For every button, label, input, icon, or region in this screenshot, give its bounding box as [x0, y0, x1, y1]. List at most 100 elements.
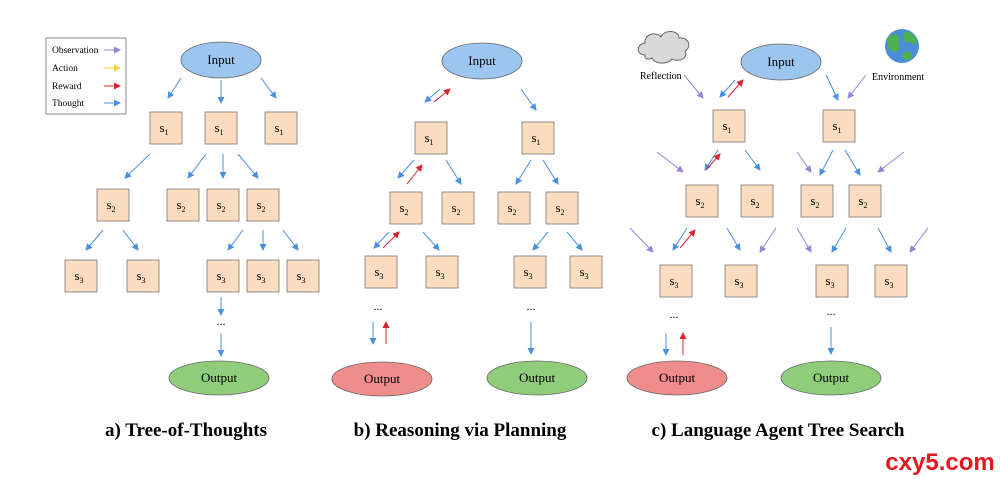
- state-label: s2: [858, 193, 867, 210]
- state-subscript: 3: [302, 276, 306, 285]
- arrow: [122, 229, 139, 251]
- state-subscript: 2: [112, 205, 116, 214]
- rap-s3-c: s3: [513, 255, 547, 289]
- arrow: [373, 231, 390, 249]
- state-subscript: 2: [701, 201, 705, 210]
- state-label: s3: [523, 264, 532, 281]
- state-subscript: 1: [280, 128, 284, 137]
- lats-s2-d: s2: [848, 184, 882, 218]
- state-subscript: 1: [220, 128, 224, 137]
- arrow: [167, 77, 182, 99]
- tot-s3-a: s3: [64, 259, 98, 293]
- state-label: s2: [399, 200, 408, 217]
- state-label: s2: [507, 200, 516, 217]
- tot-input-node-label: Input: [207, 52, 235, 67]
- state-subscript: 1: [838, 126, 842, 135]
- arrow: [683, 74, 704, 99]
- arrow: [629, 227, 654, 253]
- state-subscript: 2: [864, 201, 868, 210]
- tot-s1-mid: s1: [204, 111, 238, 145]
- lats-s2-c: s2: [800, 184, 834, 218]
- cloud-icon: [637, 31, 690, 64]
- arrow: [679, 229, 696, 249]
- state-label: s3: [136, 268, 145, 285]
- state-subscript: 3: [380, 272, 384, 281]
- arrow: [445, 159, 462, 185]
- tot-output-node: Output: [168, 360, 270, 396]
- rap-ellipsis-left: ...: [374, 299, 383, 313]
- lats-output-right: Output: [780, 360, 882, 396]
- watermark: cxy5.com: [885, 449, 994, 476]
- rap-s3-b: s3: [425, 255, 459, 289]
- arrow: [819, 149, 834, 176]
- lats-output-right-label: Output: [813, 370, 850, 385]
- state-label: s2: [216, 197, 225, 214]
- state-subscript: 3: [222, 276, 226, 285]
- state-label: s2: [695, 193, 704, 210]
- tot-s2-a: s2: [96, 188, 130, 222]
- lats-s3-a: s3: [659, 264, 693, 298]
- rap-s2-b: s2: [441, 191, 475, 225]
- arrow: [422, 231, 440, 251]
- state-label: s1: [159, 120, 168, 137]
- state-subscript: 3: [262, 276, 266, 285]
- arrow: [844, 149, 861, 176]
- state-label: s3: [825, 273, 834, 290]
- tot-s1-right: s1: [264, 111, 298, 145]
- legend: Observation Action Reward Thought: [45, 37, 127, 115]
- state-label: s3: [884, 273, 893, 290]
- caption-tree-of-thoughts: a) Tree-of-Thoughts: [105, 420, 267, 441]
- arrow: [542, 159, 559, 185]
- state-subscript: 2: [513, 208, 517, 217]
- arrow: [656, 151, 684, 173]
- rap-output-left: Output: [331, 361, 433, 397]
- rap-s3-a: s3: [364, 255, 398, 289]
- arrow: [831, 227, 847, 253]
- arrow: [85, 229, 104, 251]
- state-subscript: 1: [537, 138, 541, 147]
- state-label: s3: [256, 268, 265, 285]
- lats-input-node: Input: [740, 43, 822, 81]
- state-subscript: 3: [585, 272, 589, 281]
- arrow: [704, 149, 719, 171]
- rap-s2-a: s2: [389, 191, 423, 225]
- rap-output-right: Output: [486, 360, 588, 396]
- arrow: [282, 229, 299, 251]
- state-subscript: 2: [182, 205, 186, 214]
- rap-output-right-label: Output: [519, 370, 556, 385]
- state-label: s1: [722, 118, 731, 135]
- state-label: s1: [214, 120, 223, 137]
- tot-s2-d: s2: [246, 188, 280, 222]
- arrow: [520, 88, 537, 111]
- arrow: [124, 153, 151, 179]
- state-label: s2: [176, 197, 185, 214]
- arrow: [909, 227, 929, 253]
- arrow: [672, 227, 688, 251]
- state-label: s3: [734, 273, 743, 290]
- rap-s1-right: s1: [521, 121, 555, 155]
- state-subscript: 3: [142, 276, 146, 285]
- arrow: [705, 153, 721, 171]
- lats-s2-a: s2: [685, 184, 719, 218]
- state-subscript: 2: [405, 208, 409, 217]
- tot-s2-b: s2: [166, 188, 200, 222]
- arrow: [382, 231, 400, 249]
- state-subscript: 3: [890, 281, 894, 290]
- tot-output-node-label: Output: [201, 370, 238, 385]
- tot-ellipsis: ...: [217, 314, 226, 328]
- rap-input-node-label: Input: [468, 53, 496, 68]
- state-label: s1: [832, 118, 841, 135]
- state-label: s3: [669, 273, 678, 290]
- arrow: [796, 227, 812, 253]
- state-label: s1: [531, 130, 540, 147]
- rap-input-node: Input: [441, 42, 523, 80]
- lats-s1-left: s1: [712, 109, 746, 143]
- state-subscript: 3: [675, 281, 679, 290]
- arrow: [727, 79, 744, 98]
- tot-input-node: Input: [180, 41, 262, 79]
- arrow: [260, 77, 277, 99]
- state-label: s3: [74, 268, 83, 285]
- environment-label: Environment: [872, 72, 924, 83]
- state-subscript: 2: [262, 205, 266, 214]
